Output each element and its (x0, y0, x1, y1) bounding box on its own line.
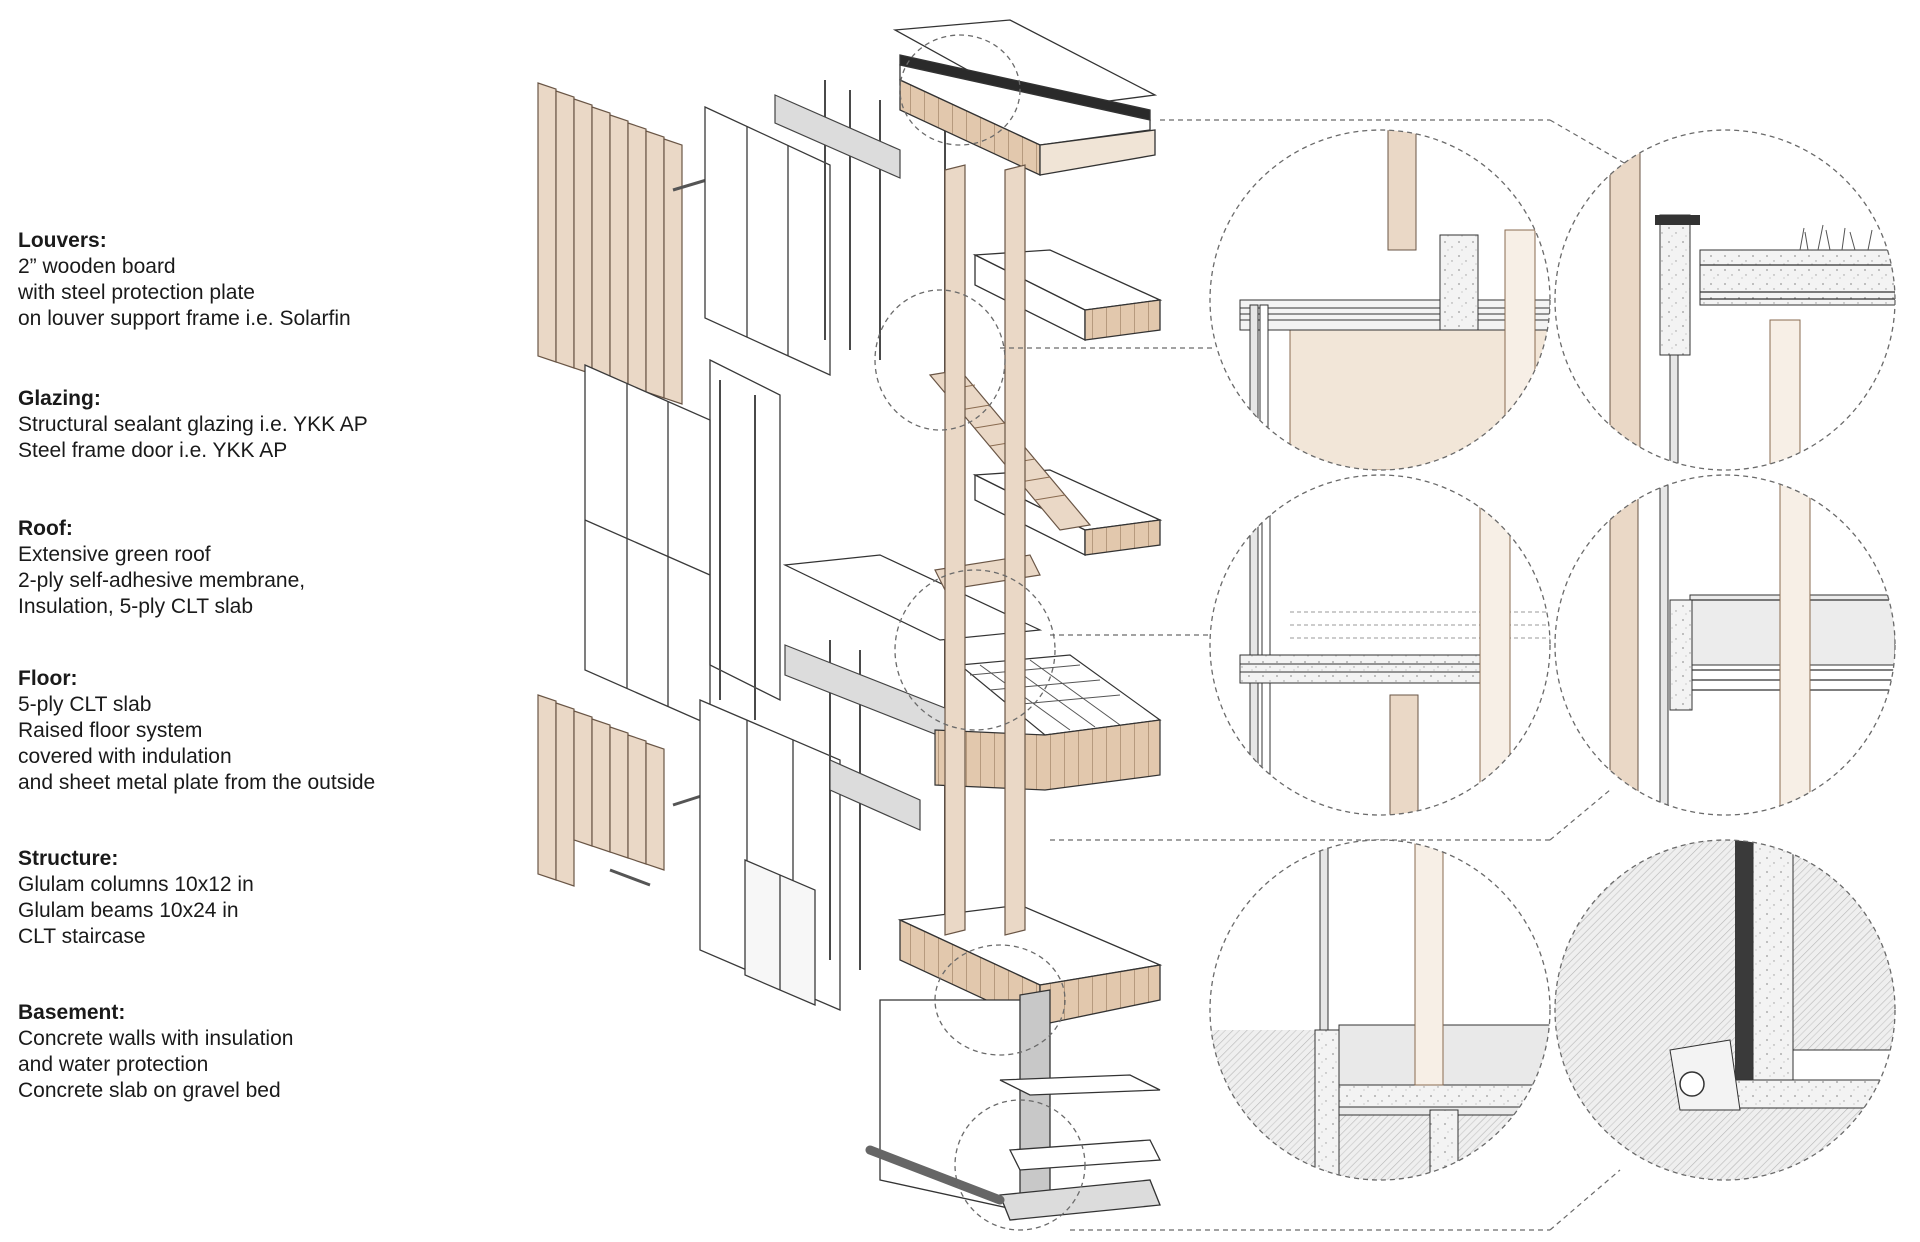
leader-lines (1000, 119, 1646, 1231)
legend-line: 2” wooden board (18, 255, 176, 278)
legend-line: and water protection (18, 1053, 209, 1076)
legend-line: Glulam columns 10x12 in (18, 873, 254, 896)
detail-floor-glazing (1210, 475, 1550, 815)
louvers-upper (537, 82, 683, 405)
detail-circle-6 (1554, 839, 1896, 1181)
legend-line: Structural sealant glazing i.e. YKK AP (18, 413, 368, 436)
legend-line: 5-ply CLT slab (18, 693, 152, 716)
detail-circle-1 (1209, 129, 1551, 471)
legend-louvers: Louvers: 2” wooden board with steel prot… (18, 228, 538, 332)
detail-circle-2 (1554, 129, 1896, 471)
detail-circle-3 (1209, 474, 1551, 816)
legend-roof: Roof: Extensive green roof 2-ply self-ad… (18, 516, 538, 620)
legend-line: Concrete walls with insulation (18, 1027, 294, 1050)
legend-line: and sheet metal plate from the outside (18, 771, 376, 794)
legend-basement: Basement: Concrete walls with insulation… (18, 1000, 538, 1104)
detail-raised-floor (1555, 475, 1895, 815)
legend-line: Steel frame door i.e. YKK AP (18, 439, 288, 462)
legend-title: Louvers: (18, 229, 107, 252)
legend-line: with steel protection plate (18, 281, 255, 304)
roof-slab (892, 19, 1158, 177)
legend-line: Concrete slab on gravel bed (18, 1079, 281, 1102)
legend-line: Glulam beams 10x24 in (18, 899, 239, 922)
legend-title: Basement: (18, 1001, 126, 1024)
callout-circles (874, 34, 1086, 1231)
glulam-columns (944, 164, 1026, 936)
legend-title: Structure: (18, 847, 119, 870)
detail-roof-parapet (1210, 130, 1550, 470)
legend-line: Extensive green roof (18, 543, 211, 566)
glazing-upper (704, 105, 831, 377)
floor-slab-upper (972, 249, 1163, 342)
glazing-middle (584, 358, 781, 726)
legend-line: Insulation, 5-ply CLT slab (18, 595, 254, 618)
detail-circle-5 (1209, 839, 1551, 1181)
legend-line: 2-ply self-adhesive membrane, (18, 569, 306, 592)
legend-line: Raised floor system (18, 719, 203, 742)
legend-glazing: Glazing: Structural sealant glazing i.e.… (18, 386, 538, 464)
legend-title: Floor: (18, 667, 78, 690)
glazing-lower (699, 699, 841, 1011)
detail-ground-floor (1210, 840, 1550, 1180)
legend-title: Glazing: (18, 387, 101, 410)
detail-basement-wall (1555, 840, 1895, 1180)
legend-title: Roof: (18, 517, 73, 540)
detail-green-roof (1555, 130, 1895, 470)
sunshade-fins (774, 94, 951, 831)
detail-circle-4 (1554, 474, 1896, 816)
legend-line: CLT staircase (18, 925, 146, 948)
legend-structure: Structure: Glulam columns 10x12 in Glula… (18, 846, 538, 950)
basement (865, 989, 1162, 1221)
legend-line: on louver support frame i.e. Solarfin (18, 307, 351, 330)
louvers-lower (537, 694, 665, 887)
legend-floor: Floor: 5-ply CLT slab Raised floor syste… (18, 666, 538, 796)
legend-line: covered with indulation (18, 745, 232, 768)
